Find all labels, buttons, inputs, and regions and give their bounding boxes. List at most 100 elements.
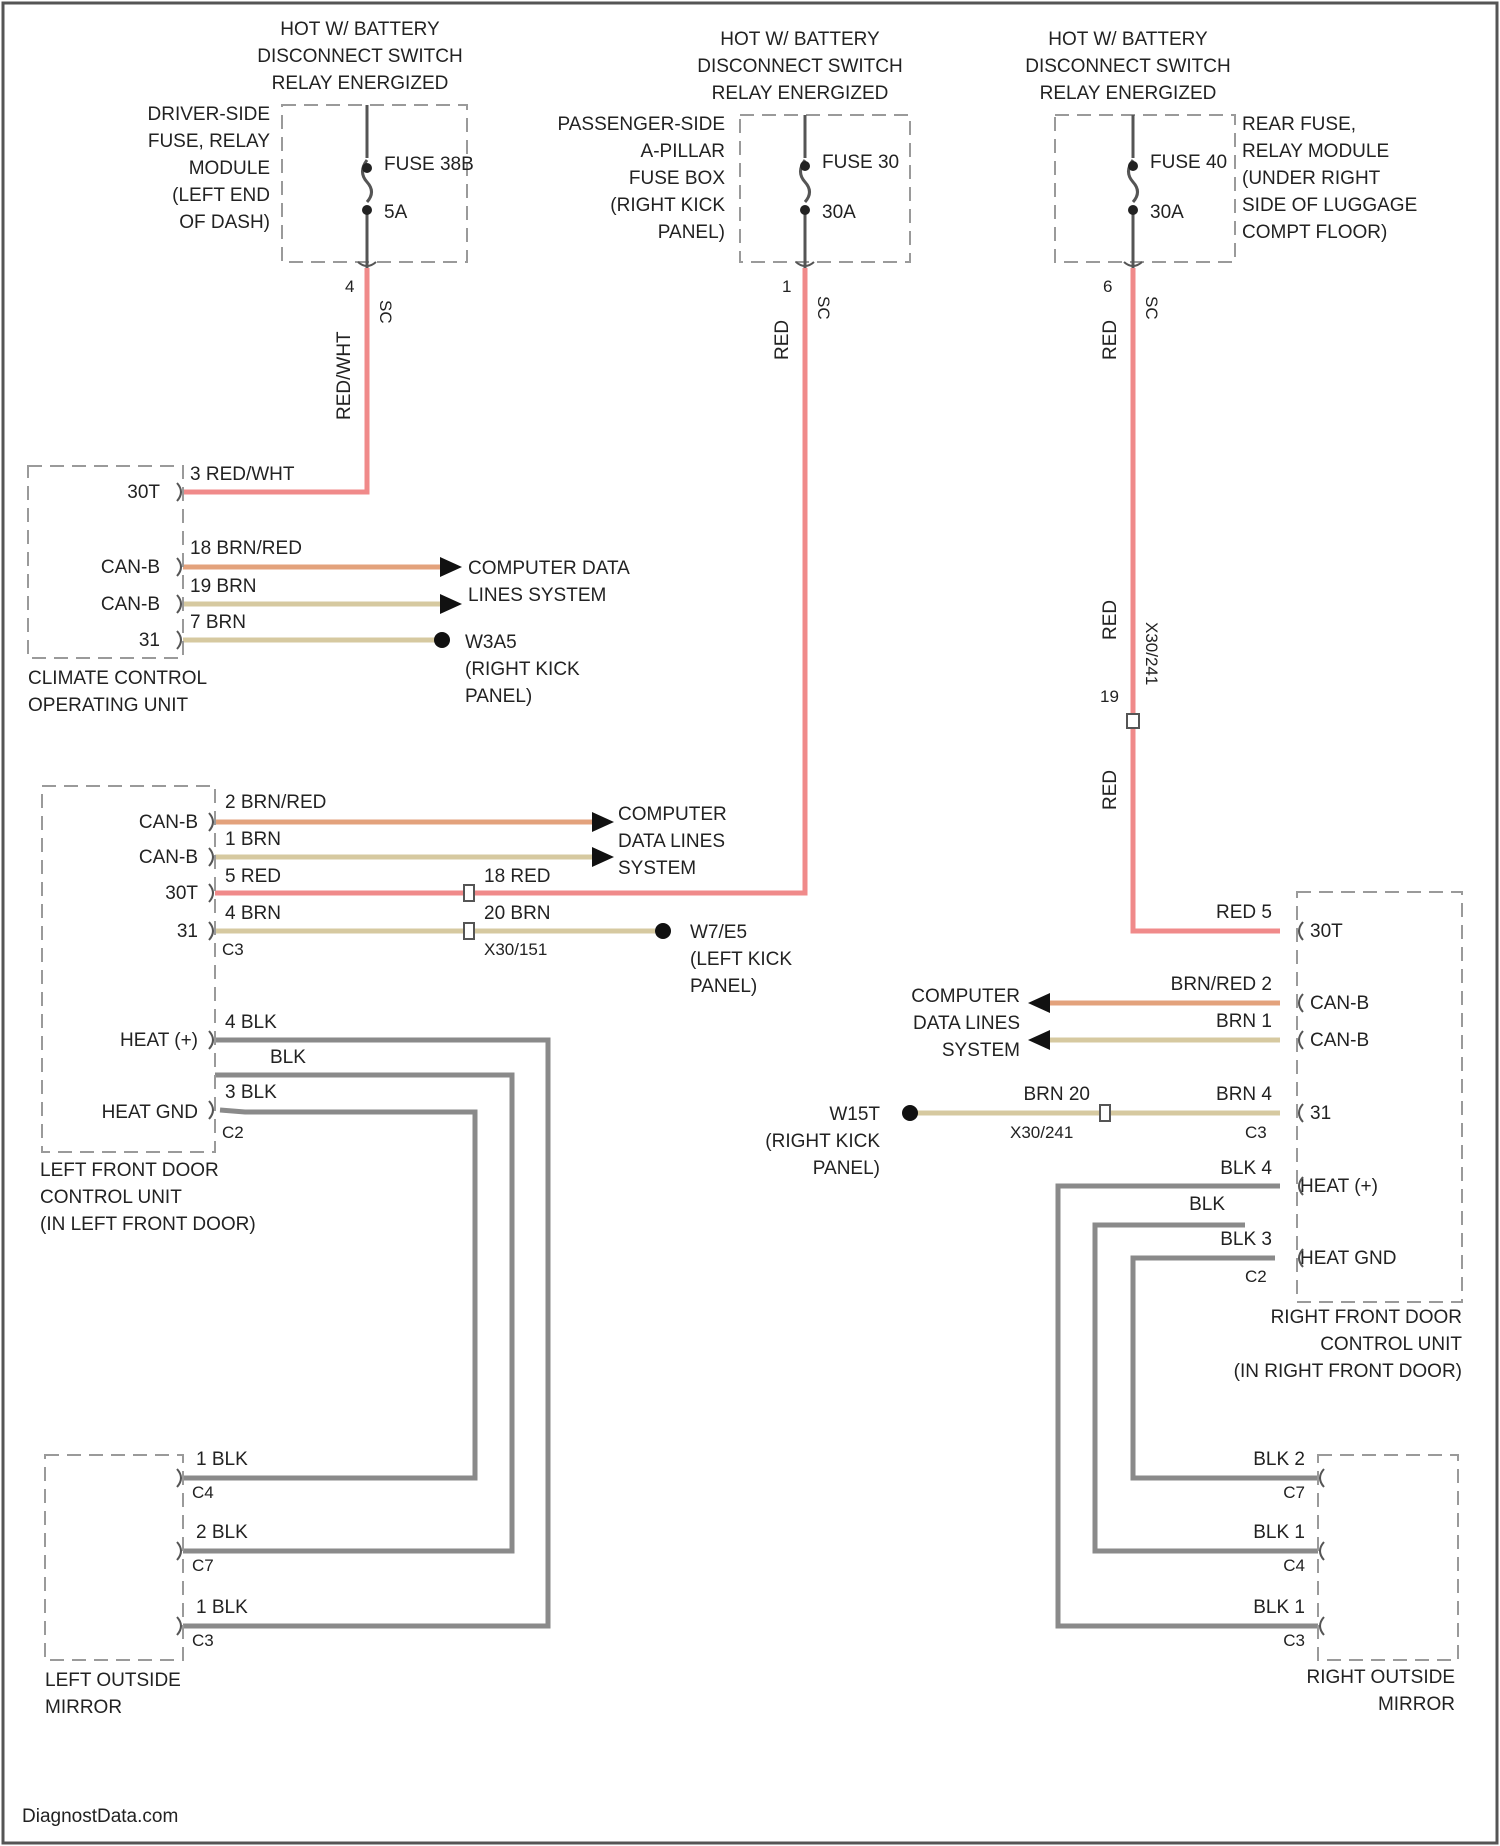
- ground-label: PANEL): [690, 976, 757, 997]
- wire-label: BLK 1: [1253, 1597, 1305, 1618]
- wire-label: 1 BLK: [196, 1449, 248, 1470]
- wire-label: BRN 1: [1216, 1011, 1272, 1032]
- riser-splice: X30/241: [1142, 622, 1161, 685]
- pin-label: CAN-B: [139, 812, 198, 833]
- pin-label: CAN-B: [1310, 993, 1369, 1014]
- fuse-pin: 4: [345, 277, 354, 296]
- wire-label: BRN/RED 2: [1171, 974, 1272, 995]
- connector-label: C2: [1245, 1267, 1267, 1286]
- component-box: [45, 1455, 183, 1660]
- wire-label-vertical: RED: [1100, 770, 1121, 810]
- wire-label: BLK 3: [1220, 1229, 1272, 1250]
- component-box: [1318, 1455, 1458, 1660]
- fuse-pin: 6: [1103, 277, 1112, 296]
- component-box: [1297, 892, 1462, 1302]
- hot-label-line2: DISCONNECT SWITCH: [1025, 56, 1230, 77]
- pin-label: 31: [139, 630, 160, 651]
- wire-label: BLK 1: [1253, 1522, 1305, 1543]
- arrow-icon: [440, 557, 462, 577]
- pin-label: 30T: [1310, 921, 1343, 942]
- location-line: (RIGHT KICK: [610, 195, 725, 216]
- location-line: PASSENGER-SIDE: [557, 114, 725, 135]
- connector-pin-mark: [177, 631, 181, 649]
- fuse-id: FUSE 30: [822, 152, 899, 173]
- connector-pin-mark: [209, 1031, 213, 1049]
- wire-label: 19 BRN: [190, 576, 257, 597]
- wire-label-vertical: RED/WHT: [334, 331, 355, 420]
- connector-pin-mark: [1320, 1469, 1324, 1487]
- wire-label: RED 5: [1216, 902, 1272, 923]
- fuse-pin: 1: [782, 277, 791, 296]
- pin-label: CAN-B: [1310, 1030, 1369, 1051]
- data-lines-label: COMPUTER DATA: [468, 558, 630, 579]
- fuse-terminal: [1128, 161, 1138, 171]
- connector-pin-mark: [177, 1469, 181, 1487]
- fuse-box-passenger: [740, 115, 910, 262]
- fuse-rating: 30A: [822, 202, 856, 223]
- connector-pin-mark: [1320, 1617, 1324, 1635]
- component-name: OPERATING UNIT: [28, 695, 188, 716]
- ground-label: W15T: [829, 1104, 880, 1125]
- wire-right-heat-mid: [1095, 1225, 1318, 1551]
- component-name: MIRROR: [1378, 1694, 1455, 1715]
- location-line: (LEFT END: [172, 185, 270, 206]
- wire-label: 1 BRN: [225, 829, 281, 850]
- splice-connector: [464, 885, 474, 901]
- fuse-id: FUSE 38B: [384, 154, 474, 175]
- component-name: LEFT OUTSIDE: [45, 1670, 181, 1691]
- location-line: A-PILLAR: [641, 141, 725, 162]
- right-outside-mirror: BLK 2 C7 BLK 1 C4 BLK 1 C3 RIGHT OUTSIDE…: [1253, 1449, 1458, 1715]
- component-name: CLIMATE CONTROL: [28, 668, 207, 689]
- wire-label: 4 BLK: [225, 1012, 277, 1033]
- component-name: (IN RIGHT FRONT DOOR): [1234, 1361, 1462, 1382]
- connector-label: C7: [1283, 1483, 1305, 1502]
- fuse-connector: SC: [376, 300, 395, 324]
- connector-pin-mark: [209, 813, 213, 831]
- pin-label: CAN-B: [101, 594, 160, 615]
- connector-pin-mark: [1299, 922, 1303, 940]
- left-outside-mirror: 1 BLK C4 2 BLK C7 1 BLK C3 LEFT OUTSIDE …: [45, 1449, 248, 1718]
- wire-label: 2 BRN/RED: [225, 792, 326, 813]
- component-name: CONTROL UNIT: [1320, 1334, 1462, 1355]
- wire-label: 5 RED: [225, 866, 281, 887]
- wire-label: 1 BLK: [196, 1597, 248, 1618]
- ground-label: (RIGHT KICK: [465, 659, 580, 680]
- hot-label-line1: HOT W/ BATTERY: [720, 29, 880, 50]
- right-door-control-unit: RED 19 X30/241 RED 30T CAN-B CAN-B 31 RE…: [765, 600, 1462, 1382]
- component-box: [42, 786, 215, 1152]
- hot-label-line2: DISCONNECT SWITCH: [697, 56, 902, 77]
- data-lines-label: COMPUTER: [618, 804, 727, 825]
- wire-label-vertical: RED: [772, 320, 793, 360]
- data-lines-label: LINES SYSTEM: [468, 585, 606, 606]
- wire-label: 2 BLK: [196, 1522, 248, 1543]
- data-lines-label: COMPUTER: [911, 986, 1020, 1007]
- data-lines-label: SYSTEM: [942, 1040, 1020, 1061]
- splice-connector: [464, 923, 474, 939]
- wire-label: 7 BRN: [190, 612, 246, 633]
- wire-label: BRN 20: [1023, 1084, 1090, 1105]
- connector-pin-mark: [177, 1617, 181, 1635]
- wires: [183, 268, 1318, 1626]
- wire-label: 18 BRN/RED: [190, 538, 302, 559]
- arrow-icon: [592, 847, 614, 867]
- data-lines-label: DATA LINES: [913, 1013, 1020, 1034]
- pin-label: 31: [1310, 1103, 1331, 1124]
- wire-label-vertical: RED: [1100, 320, 1121, 360]
- ground-label: PANEL): [813, 1158, 880, 1179]
- wire-label: BLK 4: [1220, 1158, 1272, 1179]
- pin-label: HEAT (+): [120, 1030, 198, 1051]
- fuse-source-rear: HOT W/ BATTERY DISCONNECT SWITCH RELAY E…: [1025, 29, 1417, 360]
- ground-icon: [655, 923, 671, 939]
- pin-label: HEAT GND: [102, 1102, 198, 1123]
- arrow-icon: [592, 812, 614, 832]
- ground-label: W7/E5: [690, 922, 747, 943]
- hot-label-line2: DISCONNECT SWITCH: [257, 46, 462, 67]
- fuse-terminal: [800, 161, 810, 171]
- component-name: CONTROL UNIT: [40, 1187, 182, 1208]
- splice-id: X30/151: [484, 940, 547, 959]
- riser-pin: 19: [1100, 687, 1119, 706]
- connector-pin-mark: [177, 483, 181, 501]
- hot-label-line3: RELAY ENERGIZED: [272, 73, 449, 94]
- arrow-icon: [1028, 993, 1050, 1013]
- splice-id: X30/241: [1010, 1123, 1073, 1142]
